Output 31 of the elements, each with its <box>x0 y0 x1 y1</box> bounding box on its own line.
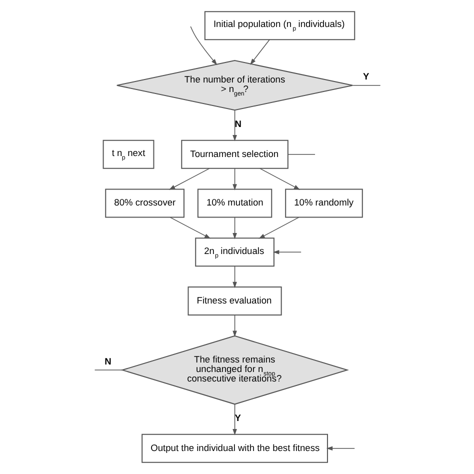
node-box: t n$_{p}$ next <box>102 140 154 169</box>
arrow <box>272 250 301 254</box>
arrow <box>232 217 236 240</box>
arrow <box>258 168 300 190</box>
arrow <box>232 314 236 337</box>
edge-label: Y <box>362 72 369 82</box>
arrow <box>169 216 210 239</box>
node-box: 2n$_{p}$ individuals <box>194 238 274 267</box>
node-box: Tournament selection <box>180 140 288 169</box>
node-box: Initial population (n$_{p}$ individuals) <box>204 11 355 40</box>
arrow <box>258 216 299 239</box>
connector <box>352 84 380 86</box>
connector <box>287 154 315 155</box>
edge-label: Y <box>234 412 240 423</box>
edge-label: N <box>104 356 111 366</box>
node-box: Fitness evaluation <box>187 286 282 316</box>
arrow <box>190 26 217 66</box>
arrow <box>232 266 236 288</box>
arrow <box>232 110 236 142</box>
node-box: 10% randomly <box>284 188 362 218</box>
node-diamond: The number of iterations > n$_{gen}$? <box>116 60 353 111</box>
arrow <box>232 404 236 436</box>
arrow <box>250 39 270 65</box>
node-box: 10% mutation <box>196 188 272 218</box>
arrow <box>168 168 210 190</box>
arrow <box>232 168 236 190</box>
node-diamond: The fitness remains unchanged for n$_{stop}$ consecutive iterations? <box>120 335 348 405</box>
edge-label: N <box>234 118 242 129</box>
node-box: Output the individual with the best fitness <box>141 434 328 463</box>
arrow <box>326 446 354 451</box>
node-box: 80% crossover <box>104 188 184 218</box>
